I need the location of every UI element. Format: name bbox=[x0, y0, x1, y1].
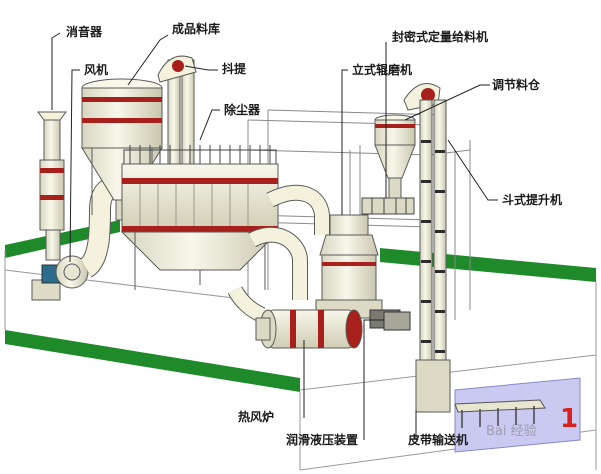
dust-collector bbox=[120, 145, 280, 290]
label-lubrication-hydraulic: 润滑液压装置 bbox=[286, 433, 359, 447]
label-dust-collector: 除尘器 bbox=[224, 103, 261, 117]
hot-air-furnace bbox=[227, 286, 363, 349]
ground-strip-right bbox=[380, 248, 596, 282]
label-sealed-feeder: 封密式定量给料机 bbox=[392, 30, 489, 44]
label-product-silo: 成品料库 bbox=[172, 22, 221, 36]
label-fan: 风机 bbox=[84, 63, 109, 77]
belt-conveyor bbox=[454, 399, 546, 428]
vertical-roller-mill bbox=[315, 214, 401, 329]
bucket-elevator bbox=[403, 83, 451, 413]
label-belt-conveyor: 皮带输送机 bbox=[408, 433, 469, 447]
regulating-bin bbox=[374, 114, 416, 199]
muffler-stack bbox=[37, 111, 67, 261]
sealed-feeder bbox=[361, 197, 415, 215]
label-bucket-elevator: 斗式提升机 bbox=[502, 193, 563, 207]
leader-lines bbox=[51, 32, 498, 440]
label-hot-air-furnace: 热风炉 bbox=[238, 410, 275, 424]
label-regulating-bin: 调节料仓 bbox=[492, 78, 541, 92]
label-muffler: 消音器 bbox=[66, 25, 103, 39]
label-vertical-mill: 立式辊磨机 bbox=[352, 63, 413, 77]
page-number: 1 bbox=[560, 404, 579, 434]
label-lifting: 抖提 bbox=[222, 62, 247, 76]
pit-panel bbox=[454, 377, 581, 453]
watermark: Bai 经验 bbox=[486, 424, 537, 439]
fan-unit bbox=[31, 255, 89, 301]
ground-strip-front bbox=[5, 330, 300, 392]
lubrication-hydraulic-unit bbox=[383, 311, 411, 331]
